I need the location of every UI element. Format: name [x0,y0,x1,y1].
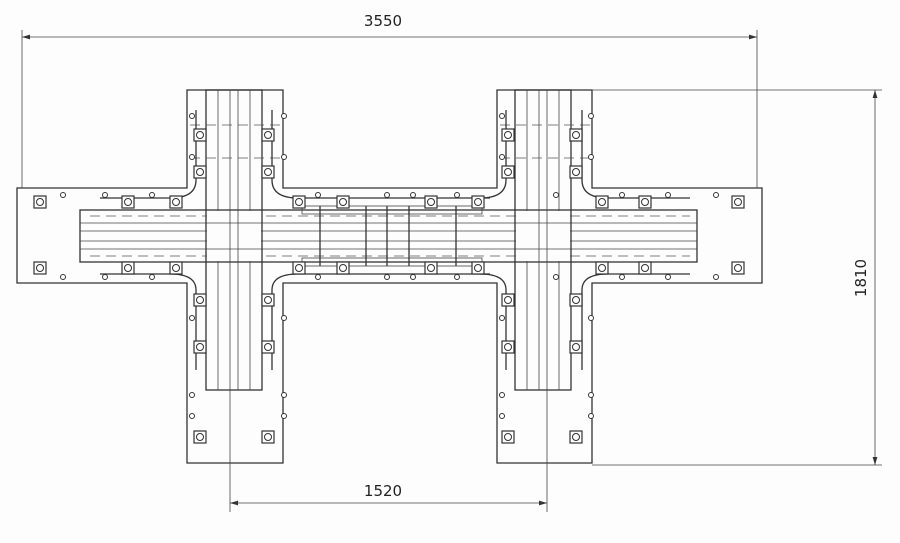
hole-icon [553,192,559,198]
bolt-icon [424,195,438,209]
hole-icon [149,274,155,280]
hole-icon [588,315,594,321]
hole-icon [189,315,195,321]
bolt-icon [424,261,438,275]
bolt-icon [638,261,652,275]
bolt-icon [121,261,135,275]
hole-icon [454,274,460,280]
bolt-icon [569,430,583,444]
bolt-icon [501,340,515,354]
hole-icon [588,413,594,419]
bolt-icon [169,261,183,275]
hole-icon [499,413,505,419]
bolt-icon [336,261,350,275]
bolt-icon [595,261,609,275]
bolt-icon [261,430,275,444]
bolt-icon [471,195,485,209]
hole-icon [713,274,719,280]
hole-icon [281,315,287,321]
hole-icon [281,113,287,119]
crossings [206,210,571,262]
dimension-overall-height: 1810 [592,89,882,466]
dimension-label-height: 1810 [852,259,870,297]
hole-icon [281,392,287,398]
bolt-icon [501,165,515,179]
dimension-track-spacing: 1520 [229,390,548,512]
bolt-icon [731,195,745,209]
bolt-icon [501,128,515,142]
hole-icon [149,192,155,198]
bolt-icon [121,195,135,209]
bolt-icon [638,195,652,209]
hole-icon [499,113,505,119]
bolt-icon [261,293,275,307]
hole-icon [410,274,416,280]
bolt-icon [501,430,515,444]
curved-guides [100,110,690,370]
bolt-icon [261,340,275,354]
bolt-icon [569,128,583,142]
hole-icon [102,192,108,198]
bolt-icon [169,195,183,209]
hole-icon [553,274,559,280]
tie-rods [301,205,483,267]
bolt-icon [292,261,306,275]
hole-icon [588,392,594,398]
bolt-icon [569,293,583,307]
bolt-icon [595,195,609,209]
bolt-icon [193,128,207,142]
dimension-overall-width: 3550 [21,12,758,188]
bolt-icon [569,165,583,179]
hole-icon [713,192,719,198]
bolt-icon [501,293,515,307]
bolt-icon [33,261,47,275]
bolt-icon [193,430,207,444]
bolt-icon [569,340,583,354]
hole-icon [619,274,625,280]
hole-icon [665,192,671,198]
hole-icon [189,113,195,119]
hole-icon [665,274,671,280]
bolt-icon [33,195,47,209]
bolt-icon [731,261,745,275]
dimension-label-spacing: 1520 [364,482,402,500]
bolt-icon [193,293,207,307]
base-plates [16,89,763,464]
hole-icon [315,192,321,198]
hole-icon [281,413,287,419]
hole-icon [619,192,625,198]
hole-icon [189,392,195,398]
hole-icon [499,315,505,321]
hole-icon [384,192,390,198]
dimension-label-width: 3550 [364,12,402,30]
hole-icon [281,154,287,160]
bolt-icon [471,261,485,275]
hole-icon [588,113,594,119]
hole-icon [410,192,416,198]
hole-icon [60,274,66,280]
hole-icon [315,274,321,280]
bolt-icon [292,195,306,209]
hole-icon [454,192,460,198]
base-plate-outline [16,89,763,464]
hole-icon [588,154,594,160]
hole-icon [60,192,66,198]
hole-icon [499,154,505,160]
bolt-icon [261,165,275,179]
hole-icon [384,274,390,280]
anchor-bolts [33,128,745,444]
bolt-icon [193,165,207,179]
hole-icon [499,392,505,398]
mounting-holes [60,113,719,419]
bolt-icon [193,340,207,354]
hole-icon [102,274,108,280]
horizontal-track [79,209,698,263]
hole-icon [189,413,195,419]
bolt-icon [336,195,350,209]
bolt-icon [261,128,275,142]
hole-icon [189,154,195,160]
